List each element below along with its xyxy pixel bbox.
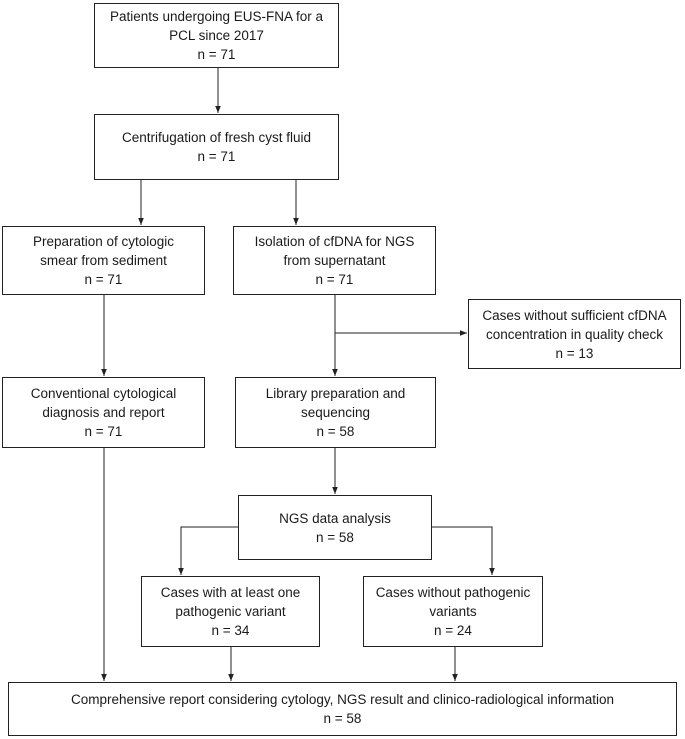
box-patients-line-2: PCL since 2017 — [169, 28, 264, 43]
box-no-pathogenic-variant-line-1: Cases without pathogenic — [375, 585, 531, 600]
box-ngs-analysis: NGS data analysis n = 58 — [238, 495, 432, 560]
box-cytologic-smear-line-2: smear from sediment — [40, 253, 167, 268]
box-library-prep: Library preparation and sequencing n = 5… — [235, 377, 436, 448]
box-patients-line-1: Patients undergoing EUS-FNA for a — [109, 9, 324, 24]
box-pathogenic-variant-line-2: pathogenic variant — [175, 604, 286, 619]
box-patients-count: n = 71 — [197, 47, 236, 62]
box-cfdna-isolation-line-2: from supernatant — [283, 253, 386, 268]
box-centrifugation-line-1: Centrifugation of fresh cyst fluid — [121, 130, 312, 145]
box-centrifugation-count: n = 71 — [197, 149, 236, 164]
box-comprehensive-report-line-1: Comprehensive report considering cytolog… — [70, 692, 614, 707]
box-patients: Patients undergoing EUS-FNA for a PCL si… — [94, 3, 339, 68]
arrow-ngs-to-no-pathogenic — [432, 526, 495, 575]
box-no-pathogenic-variant-line-2: variants — [429, 604, 477, 619]
box-cytologic-smear-line-1: Preparation of cytologic — [32, 234, 175, 249]
box-insufficient-cfdna-line-2: concentration in quality check — [485, 326, 664, 342]
box-comprehensive-report-count: n = 58 — [323, 711, 362, 726]
box-ngs-analysis-line-1: NGS data analysis — [279, 510, 391, 526]
box-cfdna-isolation: Isolation of cfDNA for NGS from supernat… — [233, 226, 436, 295]
box-comprehensive-report: Comprehensive report considering cytolog… — [8, 682, 677, 736]
box-no-pathogenic-variant: Cases without pathogenic variants n = 24 — [363, 576, 543, 647]
box-library-prep-count: n = 58 — [316, 424, 355, 439]
box-cfdna-isolation-count: n = 71 — [315, 272, 354, 287]
box-cytology-report-line-1: Conventional cytological — [30, 386, 177, 401]
box-pathogenic-variant: Cases with at least one pathogenic varia… — [141, 576, 320, 647]
box-pathogenic-variant-line-1: Cases with at least one — [160, 585, 301, 600]
box-pathogenic-variant-count: n = 34 — [211, 623, 250, 638]
box-cytology-report-line-2: diagnosis and report — [42, 405, 165, 420]
box-centrifugation: Centrifugation of fresh cyst fluid n = 7… — [94, 114, 339, 180]
box-cfdna-isolation-line-1: Isolation of cfDNA for NGS — [254, 234, 415, 249]
box-cytologic-smear-count: n = 71 — [84, 272, 123, 287]
box-library-prep-line-2: sequencing — [300, 405, 371, 420]
box-insufficient-cfdna-count: n = 13 — [555, 345, 594, 361]
box-library-prep-line-1: Library preparation and — [265, 386, 406, 401]
box-insufficient-cfdna-line-1: Cases without sufficient cfDNA — [482, 307, 667, 323]
box-insufficient-cfdna: Cases without sufficient cfDNA concentra… — [468, 299, 681, 369]
arrow-ngs-to-pathogenic — [178, 526, 238, 575]
box-ngs-analysis-count: n = 58 — [316, 529, 354, 545]
box-cytologic-smear: Preparation of cytologic smear from sedi… — [2, 226, 205, 295]
box-cytology-report-count: n = 71 — [84, 424, 123, 439]
box-cytology-report: Conventional cytological diagnosis and r… — [2, 377, 205, 448]
box-no-pathogenic-variant-count: n = 24 — [434, 623, 472, 638]
